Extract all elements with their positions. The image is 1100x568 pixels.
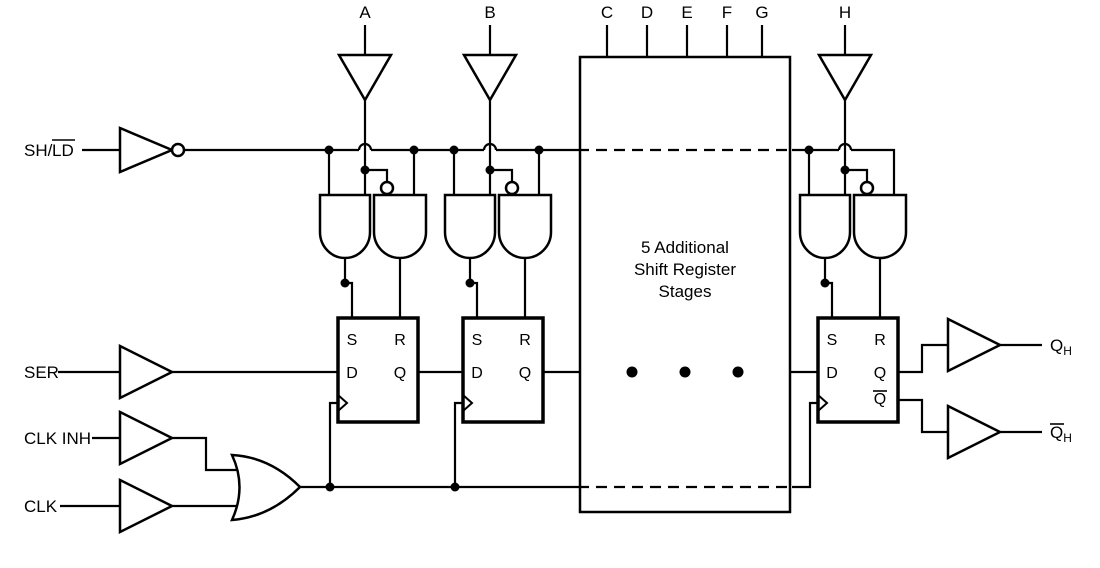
qbarh-subscript: H [1063,431,1072,445]
set-gate-h-icon [798,193,852,260]
reset-gate-outputs [398,258,882,318]
junction-dot [465,278,475,288]
junction-dot [340,278,350,288]
qh-output-label: QH [1050,336,1072,358]
continuation-ellipsis [626,366,744,378]
clock-chevron-icon [462,394,474,412]
clock-bus-wire [300,401,818,489]
ff8-reset-label: R [874,332,886,349]
data-drops [363,100,847,195]
junction-dot [804,145,814,155]
ellipsis-dot [732,366,744,378]
reset-gate-a-bubble [379,180,395,196]
stages-box-text-line2: Shift Register [634,260,736,279]
input-label-b: B [484,3,495,22]
ff2-reset-label: R [519,332,531,349]
reset-gate-a-icon [372,193,428,260]
clock-chevron-icon [817,394,829,412]
input-label-a: A [359,3,371,22]
junction-dots [324,145,850,492]
ellipsis-dot [626,366,638,378]
shld-gate-drops [327,150,811,195]
clk-inh-wire [92,436,240,472]
q-output-buffer-icon [946,316,1003,374]
set-gate-a-icon [318,193,372,260]
clk-inh-label: CLK INH [24,429,91,448]
stages-box-text-line3: Stages [659,282,712,301]
junction-dot [449,145,459,155]
ff1-d-label: D [346,365,358,382]
reset-gate-h-icon [852,193,908,260]
top-input-stubs [363,25,847,57]
input-label-h: H [839,3,851,22]
input-label-g: G [755,3,768,22]
ff8-set-label: S [827,332,838,349]
ser-label: SER [24,363,59,382]
clk-buffer-icon [118,477,175,535]
ff2-q-label: Q [519,365,531,382]
qh-subscript: H [1063,344,1072,358]
clock-or-gate-icon [229,453,302,522]
reset-gate-b-icon [497,193,553,260]
junction-dot [324,145,334,155]
qbarh-letter: Q [1050,423,1063,442]
buffer-h-icon [816,53,874,103]
junction-dot [409,145,419,155]
ff8-qbar-label: Q [874,391,886,408]
junction-dot [840,165,850,175]
ellipsis-dot [679,366,691,378]
clk-label: CLK [24,497,58,516]
input-label-f: F [722,3,732,22]
stages-box-text-line1: 5 Additional [641,238,729,257]
input-label-d: D [641,3,653,22]
ser-buffer-icon [118,343,175,401]
junction-dot [450,482,460,492]
junction-dot [485,165,495,175]
junction-dot [534,145,544,155]
q-output-wire [898,343,1042,374]
buffer-a-icon [336,53,394,103]
ff2-set-label: S [472,332,483,349]
junction-dot [325,482,335,492]
clock-chevron-icon [337,394,349,412]
buffer-b-icon [461,53,519,103]
clock-ff-drops [328,401,463,487]
qbar-output-wire [898,398,1042,434]
qbar-output-buffer-icon [946,403,1003,461]
shld-inverter-icon [118,126,176,174]
additional-stages-box [578,55,792,514]
ff8-q-label: Q [874,365,886,382]
ff1-q-label: Q [394,365,406,382]
inverted-input-branches [365,168,869,182]
input-label-c: C [601,3,613,22]
ff8-d-label: D [826,365,838,382]
flip-flop-1 [336,316,420,424]
junction-dot [360,165,370,175]
input-label-e: E [681,3,692,22]
qh-letter: Q [1050,336,1063,355]
ff2-d-label: D [471,365,483,382]
flip-flop-8 [816,316,900,424]
reset-gate-h-bubble [859,180,875,196]
ff1-set-label: S [347,332,358,349]
junction-dot [820,278,830,288]
set-gate-b-icon [443,193,497,260]
reset-gate-b-bubble [504,180,520,196]
clk-inh-buffer-icon [118,409,175,467]
shld-label-ld: LD [52,141,74,160]
ff1-reset-label: R [394,332,406,349]
shld-inverter-bubble [170,142,186,158]
qbarh-output-label: QH [1050,423,1072,445]
flip-flop-2 [461,316,545,424]
shld-label-prefix: SH/ [24,141,53,160]
